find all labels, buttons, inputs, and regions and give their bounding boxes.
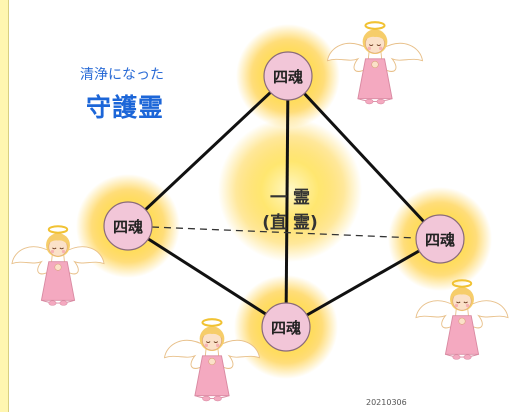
- left-border-line: [8, 0, 9, 412]
- node-left-label: 四魂: [112, 218, 143, 236]
- node-top: [263, 51, 313, 101]
- heading-title: 守護霊: [86, 93, 165, 122]
- node-bottom-label: 四魂: [270, 319, 301, 337]
- center-glow: [218, 118, 362, 262]
- center-label-secondary: (直 霊): [262, 213, 318, 233]
- node-bottom: [261, 302, 311, 352]
- edge-left-right-dashed: [127, 225, 441, 240]
- angel-icon: [414, 279, 510, 361]
- date-stamp: 20210306: [366, 398, 407, 407]
- center-label-primary: 一 霊: [270, 188, 310, 208]
- node-left: [103, 201, 153, 251]
- edge-top-left: [126, 74, 290, 228]
- heading-subtitle: 清浄になった: [80, 67, 164, 83]
- edge-top-right: [286, 74, 442, 241]
- node-top-label: 四魂: [272, 68, 303, 86]
- angel-icon: [326, 21, 424, 105]
- edge-left-bottom: [127, 224, 287, 329]
- edge-top-bottom: [284, 75, 290, 328]
- edge-right-bottom: [285, 237, 441, 329]
- left-border-strip: [0, 0, 8, 412]
- node-right-label: 四魂: [424, 231, 455, 249]
- node-right: [415, 214, 465, 264]
